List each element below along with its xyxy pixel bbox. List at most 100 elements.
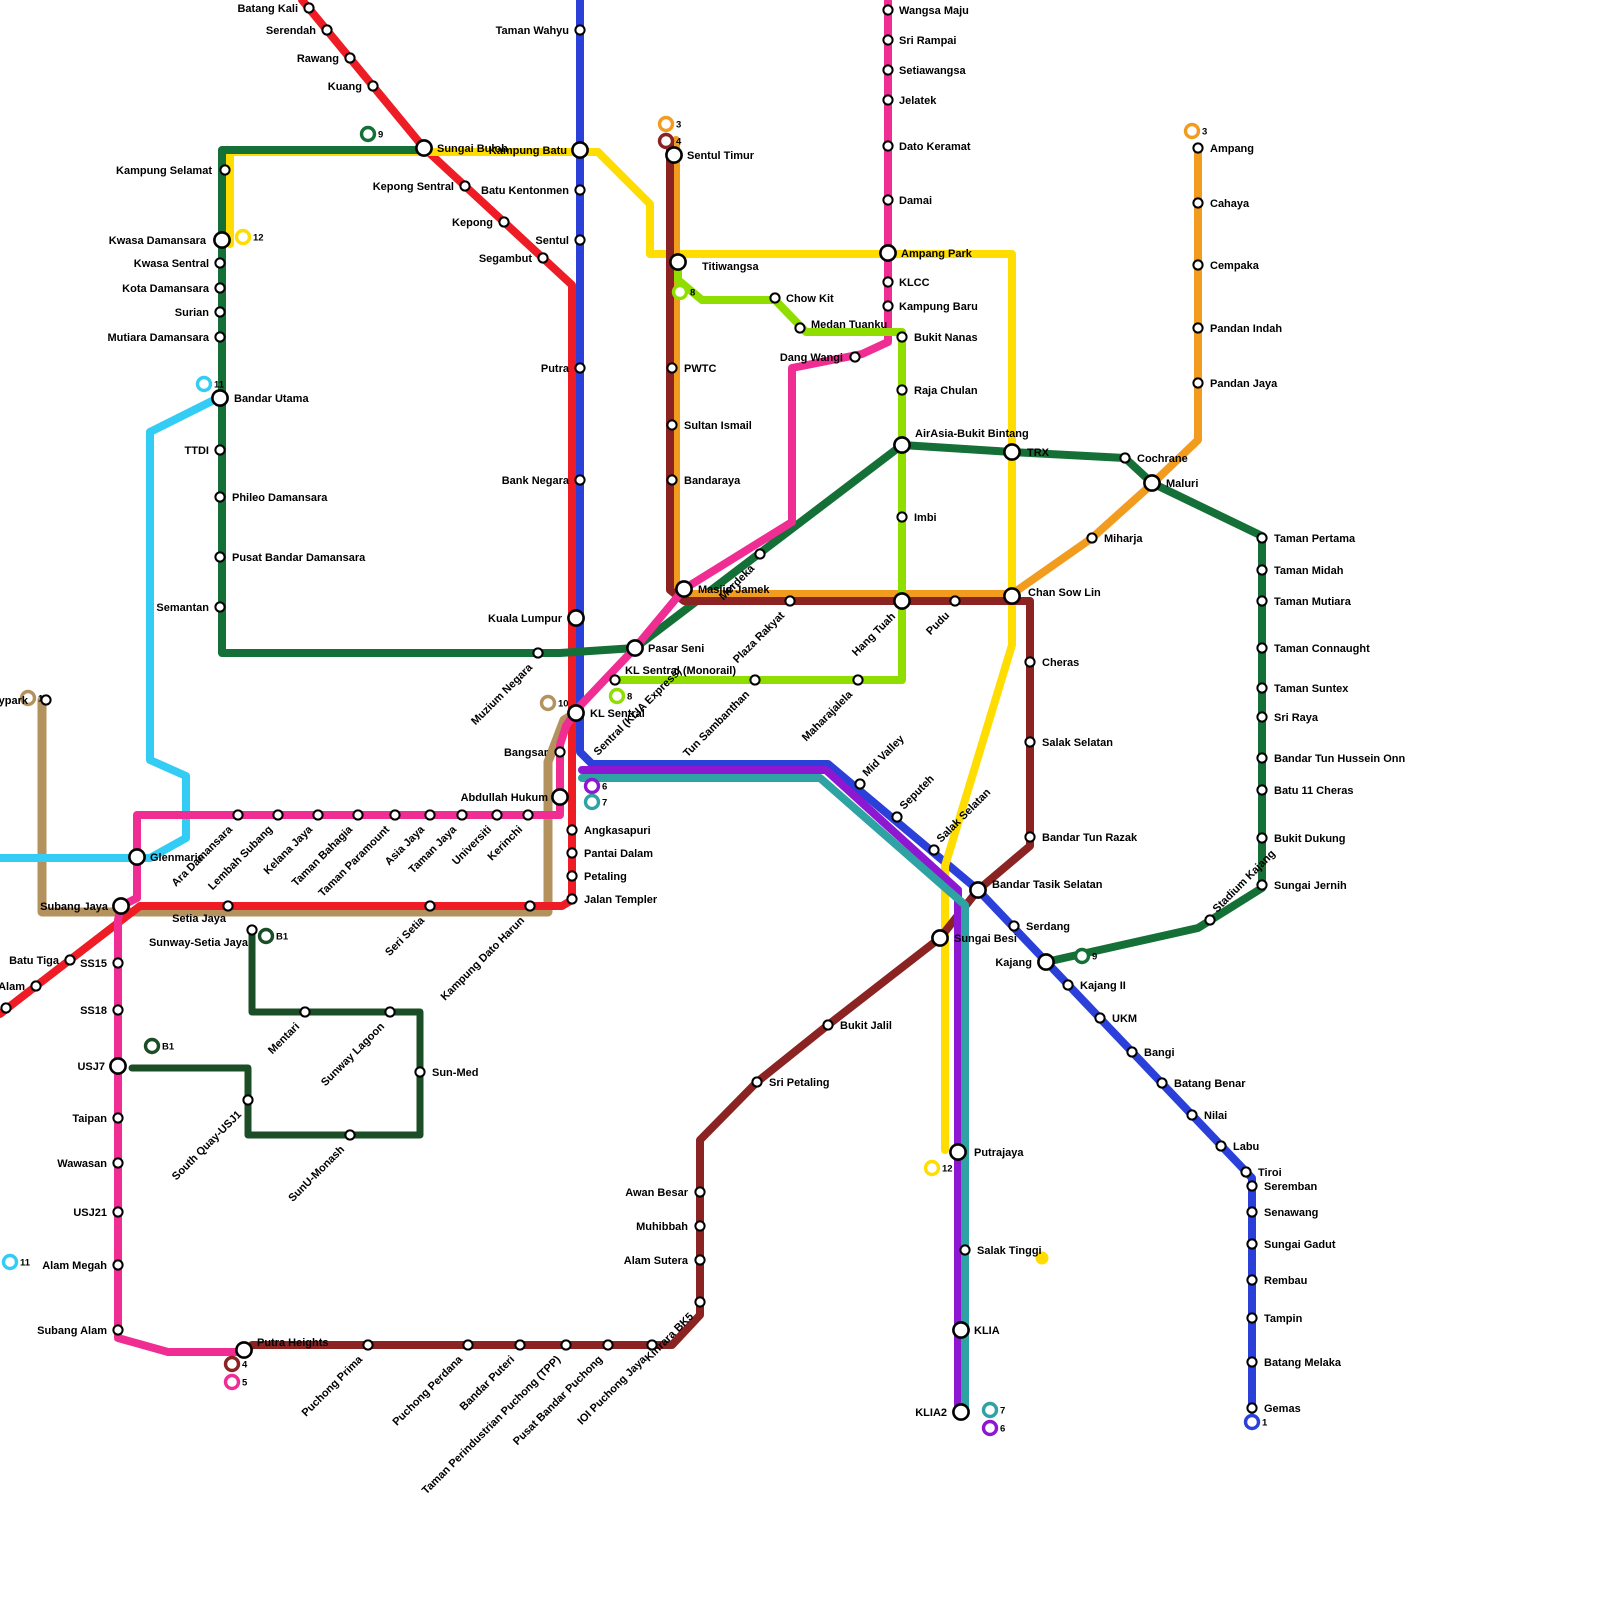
- station-dot: [514, 1339, 526, 1351]
- station-label: Cahaya: [1210, 198, 1250, 210]
- line-number-badge: [657, 115, 675, 133]
- station-label: SS18: [80, 1005, 107, 1017]
- station-dot-interchange: [1003, 443, 1021, 461]
- station-label: Kajang: [995, 957, 1032, 969]
- line-number-label: 11: [214, 380, 225, 391]
- station-dot: [794, 322, 806, 334]
- station-label: Sungai Besi: [954, 933, 1017, 945]
- station-dot: [246, 924, 258, 936]
- line-number-badge: [608, 687, 626, 705]
- station-dot: [214, 306, 226, 318]
- station-dot: [1246, 1238, 1258, 1250]
- station-dot: [112, 1324, 124, 1336]
- station-dot: [1256, 595, 1268, 607]
- station-dot: [459, 180, 471, 192]
- station-label: Serendah: [266, 25, 316, 37]
- station-label: Batang Benar: [1174, 1078, 1246, 1090]
- line-number-badge: [923, 1159, 941, 1177]
- station-dot: [424, 809, 436, 821]
- station-label: Mutiara Damansara: [108, 332, 210, 344]
- station-dot: [959, 1244, 971, 1256]
- station-dot: [882, 64, 894, 76]
- station-label: Shah Alam: [0, 981, 25, 993]
- station-label: Ampang: [1210, 143, 1254, 155]
- line-number-badge: [1183, 122, 1201, 140]
- station-label: Imbi: [914, 512, 937, 524]
- station-dot: [532, 647, 544, 659]
- station-label: SS15: [80, 958, 107, 970]
- line-number-label: B1: [162, 1042, 175, 1053]
- station-label: Abdullah Hukum: [461, 792, 549, 804]
- station-label: Bank Negara: [502, 475, 570, 487]
- station-dot: [537, 252, 549, 264]
- station-label: KLIA: [974, 1325, 1000, 1337]
- station-dot: [566, 893, 578, 905]
- station-label: Phileo Damansara: [232, 492, 328, 504]
- station-dot-interchange: [626, 639, 644, 657]
- station-dot: [574, 184, 586, 196]
- line-number-badge: [359, 125, 377, 143]
- station-dot: [882, 94, 894, 106]
- station-label: Batu Tiga: [9, 955, 60, 967]
- station-dot: [566, 824, 578, 836]
- station-dot: [491, 809, 503, 821]
- station-label: Salak Tinggi: [977, 1245, 1042, 1257]
- station-dot: [574, 362, 586, 374]
- station-dot-interchange: [567, 609, 585, 627]
- station-dot-interchange: [235, 1341, 253, 1359]
- station-label: Muhibbah: [636, 1221, 688, 1233]
- station-dot: [1192, 322, 1204, 334]
- station-label: Sentul: [535, 235, 569, 247]
- station-label: Kwasa Sentral: [134, 258, 209, 270]
- station-dot: [1024, 656, 1036, 668]
- station-dot-interchange: [567, 704, 585, 722]
- station-label: Miharja: [1104, 533, 1143, 545]
- station-label: Cochrane: [1137, 453, 1188, 465]
- station-label: Kuala Lumpur: [488, 613, 563, 625]
- station-dot: [784, 595, 796, 607]
- line-number-label: 6: [1000, 1424, 1005, 1435]
- station-label: KLIA2: [915, 1407, 947, 1419]
- station-label: Taipan: [72, 1113, 107, 1125]
- station-label: Sungai Gadut: [1264, 1239, 1336, 1251]
- station-dot: [232, 809, 244, 821]
- station-dot: [882, 140, 894, 152]
- station-dot: [694, 1220, 706, 1232]
- station-label: USJ7: [77, 1061, 105, 1073]
- station-label: Sunway-Setia Jaya: [149, 937, 249, 949]
- station-dot: [462, 1339, 474, 1351]
- station-dot: [849, 351, 861, 363]
- station-label: Subang Jaya: [40, 901, 109, 913]
- station-dot: [214, 331, 226, 343]
- station-dot: [112, 1157, 124, 1169]
- line-number-badge: [223, 1373, 241, 1391]
- line-number-badge: [657, 132, 675, 150]
- station-dot: [1119, 452, 1131, 464]
- station-dot: [882, 34, 894, 46]
- line-number-badge: [671, 283, 689, 301]
- station-dot-interchange: [109, 1057, 127, 1075]
- line-kl-monorail: [611, 260, 906, 684]
- station-dot: [694, 1296, 706, 1308]
- line-number-badge: [19, 689, 37, 707]
- station-label: Kwasa Damansara: [109, 235, 207, 247]
- station-label: Taman Connaught: [1274, 643, 1370, 655]
- station-dot: [1256, 642, 1268, 654]
- line-number-label: B1: [276, 932, 289, 943]
- station-dot: [1256, 711, 1268, 723]
- station-label: Terminal Skypark: [0, 695, 29, 707]
- station-label: Pandan Jaya: [1210, 378, 1278, 390]
- station-dot: [1156, 1077, 1168, 1089]
- station-dot: [896, 511, 908, 523]
- station-dot: [1126, 1046, 1138, 1058]
- station-dot-interchange: [1003, 587, 1021, 605]
- line-number-label: 7: [602, 798, 607, 809]
- line-number-badge: [981, 1419, 999, 1437]
- station-label: Bukit Dukung: [1274, 833, 1346, 845]
- station-label: Nilai: [1204, 1110, 1227, 1122]
- station-dot-interchange: [893, 592, 911, 610]
- line-lrt-shah-alam: [0, 394, 222, 862]
- station-label: Cheras: [1042, 657, 1079, 669]
- station-dot: [242, 1094, 254, 1106]
